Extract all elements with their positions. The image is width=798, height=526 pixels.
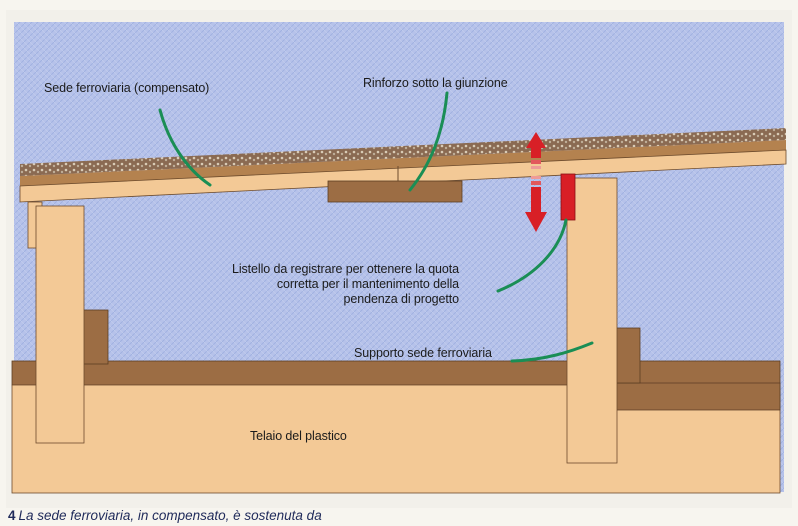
callout-lines — [158, 91, 594, 363]
left-support-block — [79, 309, 109, 365]
label-layout-frame: Telaio del plastico — [250, 429, 347, 443]
label-adjustable-strip-line1: Listello da registrare per ottenere la q… — [232, 262, 459, 276]
label-adjustable-strip-line3: pendenza di progetto — [343, 292, 460, 306]
railway-bed-plywood — [19, 149, 787, 203]
caption-text: La sede ferroviaria, in compensato, è so… — [18, 508, 322, 523]
callout-rinforzo — [408, 91, 449, 192]
adjustable-shim — [560, 173, 576, 221]
callout-listello — [496, 218, 568, 293]
right-support-post — [566, 177, 618, 464]
left-support-post — [35, 205, 85, 444]
caption-number: 4 — [8, 508, 16, 523]
callout-supporto — [510, 341, 594, 363]
label-railway-bed: Sede ferroviaria (compensato) — [44, 81, 210, 95]
joint-reinforcement — [327, 180, 463, 203]
label-joint-reinforcement: Rinforzo sotto la giunzione — [363, 76, 508, 90]
frame-dark-strip — [11, 360, 781, 386]
label-adjustable-strip-line2: corretta per il mantenimento della — [276, 277, 459, 291]
railway-bed-plywood-top — [20, 140, 786, 186]
frame-dark-strip-right — [611, 382, 781, 411]
label-bed-support: Supporto sede ferroviaria — [354, 346, 492, 360]
track-ballast — [20, 128, 786, 176]
label-adjustable-strip: Listello da registrare per ottenere la q… — [232, 262, 459, 307]
callout-sede — [158, 108, 212, 187]
adjustment-arrow — [525, 132, 547, 232]
